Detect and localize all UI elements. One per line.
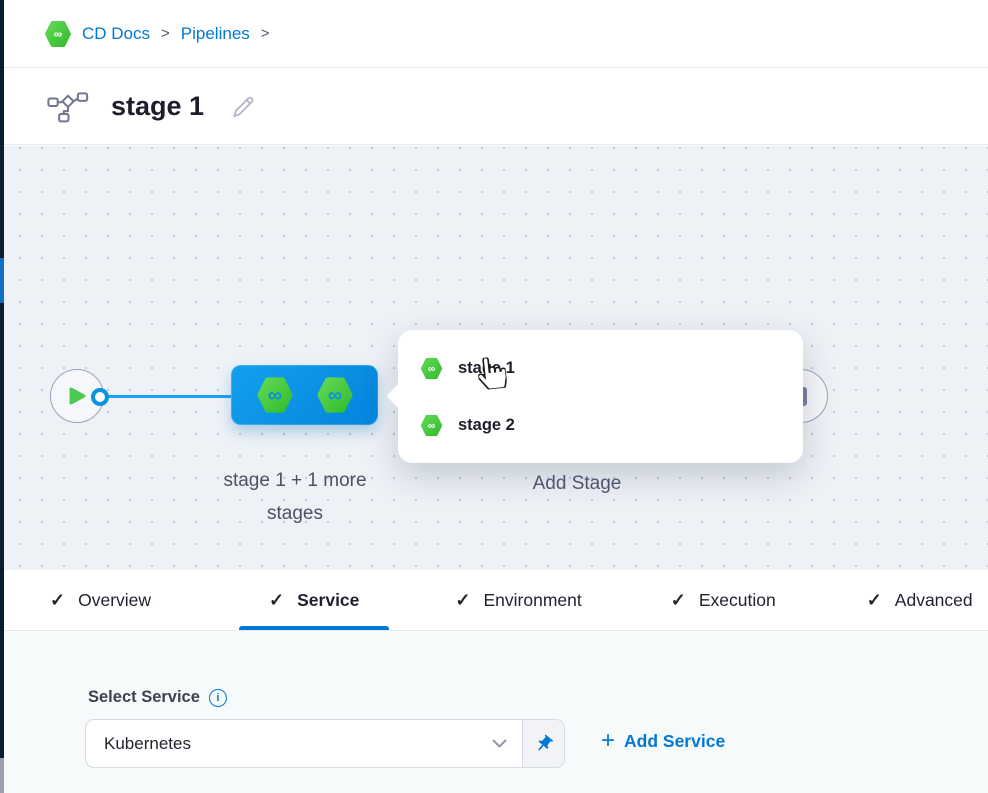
hand-cursor-icon	[477, 356, 508, 391]
harness-logo-icon: ∞	[45, 20, 71, 47]
service-select-chevron-button[interactable]	[476, 720, 522, 767]
stage-group-label-line2: stages	[267, 503, 323, 524]
edit-pencil-icon[interactable]	[230, 93, 256, 119]
service-select-value: Kubernetes	[104, 733, 191, 753]
infinity-glyph: ∞	[54, 26, 62, 40]
breadcrumb: ∞ CD Docs > Pipelines >	[0, 0, 988, 68]
page-title: stage 1	[111, 90, 205, 121]
infinity-glyph: ∞	[327, 385, 341, 407]
pin-service-button[interactable]	[522, 720, 564, 767]
tab-execution[interactable]: ✓ Execution	[641, 570, 806, 630]
add-stage-label[interactable]: Add Stage	[532, 473, 622, 494]
pipeline-connector-line	[100, 395, 232, 398]
popup-item-stage-2[interactable]: ∞ stage 2	[398, 403, 803, 447]
pin-icon	[537, 734, 553, 750]
infinity-glyph: ∞	[267, 385, 281, 407]
breadcrumb-link-project[interactable]: CD Docs	[82, 23, 151, 43]
tab-label: Overview	[78, 589, 152, 610]
service-tab-panel: Select Service i Kubernetes + Add Servic…	[0, 631, 988, 793]
stage-title-bar: stage 1	[0, 68, 988, 145]
tab-environment[interactable]: ✓ Environment	[425, 570, 611, 630]
add-service-label: Add Service	[624, 730, 726, 751]
infinity-glyph: ∞	[428, 420, 435, 431]
add-service-button[interactable]: + Add Service	[601, 729, 725, 753]
popup-item-stage-1[interactable]: ∞ stage 1	[398, 346, 803, 390]
chevron-down-icon	[492, 739, 506, 748]
tab-label: Execution	[698, 589, 776, 610]
stage-config-tabbar: ✓ Overview ✓ Service ✓ Environment ✓ Exe…	[0, 570, 988, 631]
left-scrollbar-thumb[interactable]	[0, 758, 4, 793]
tab-service[interactable]: ✓ Service	[239, 570, 390, 630]
stage-hexagon-icon: ∞	[420, 414, 443, 436]
pipeline-flowchart-icon	[47, 92, 89, 123]
check-icon: ✓	[866, 589, 882, 610]
stage-group-node[interactable]: ∞ ∞	[231, 365, 378, 425]
stage-list-popup: ∞ stage 1 ∞ stage 2	[386, 330, 803, 463]
tab-advanced[interactable]: ✓ Advanced	[837, 570, 988, 630]
start-node-port[interactable]	[91, 388, 109, 406]
pipeline-canvas[interactable]: ∞ ∞ stage 1 + 1 more stages Add Stage ∞	[0, 146, 988, 570]
info-icon[interactable]: i	[208, 688, 227, 707]
breadcrumb-separator: >	[260, 25, 270, 42]
check-icon: ✓	[50, 589, 66, 610]
service-select-dropdown[interactable]: Kubernetes	[86, 720, 476, 767]
tab-label: Service	[297, 589, 360, 610]
left-nav-active-indicator	[0, 258, 4, 303]
breadcrumb-separator: >	[161, 25, 170, 42]
stage-group-label-line1: stage 1 + 1 more	[223, 470, 367, 491]
check-icon: ✓	[670, 589, 686, 610]
stage-hexagon-icon: ∞	[316, 377, 353, 413]
stage-group-label: stage 1 + 1 more stages	[175, 464, 415, 530]
select-service-label: Select Service	[88, 688, 200, 706]
stage-hexagon-icon: ∞	[256, 377, 293, 413]
tab-overview[interactable]: ✓ Overview	[20, 570, 181, 630]
plus-icon: +	[601, 727, 616, 754]
tab-label: Advanced	[894, 589, 973, 610]
service-select-group: Kubernetes	[85, 719, 565, 768]
left-nav-edge	[0, 0, 4, 793]
check-icon: ✓	[455, 589, 471, 610]
popup-item-label: stage 2	[458, 415, 515, 434]
infinity-glyph: ∞	[428, 363, 435, 374]
tab-label: Environment	[483, 589, 582, 610]
breadcrumb-link-pipelines[interactable]: Pipelines	[180, 23, 250, 43]
stage-hexagon-icon: ∞	[420, 357, 443, 379]
check-icon: ✓	[269, 589, 285, 610]
select-service-label-row: Select Service i	[88, 688, 227, 707]
play-icon	[69, 387, 85, 405]
